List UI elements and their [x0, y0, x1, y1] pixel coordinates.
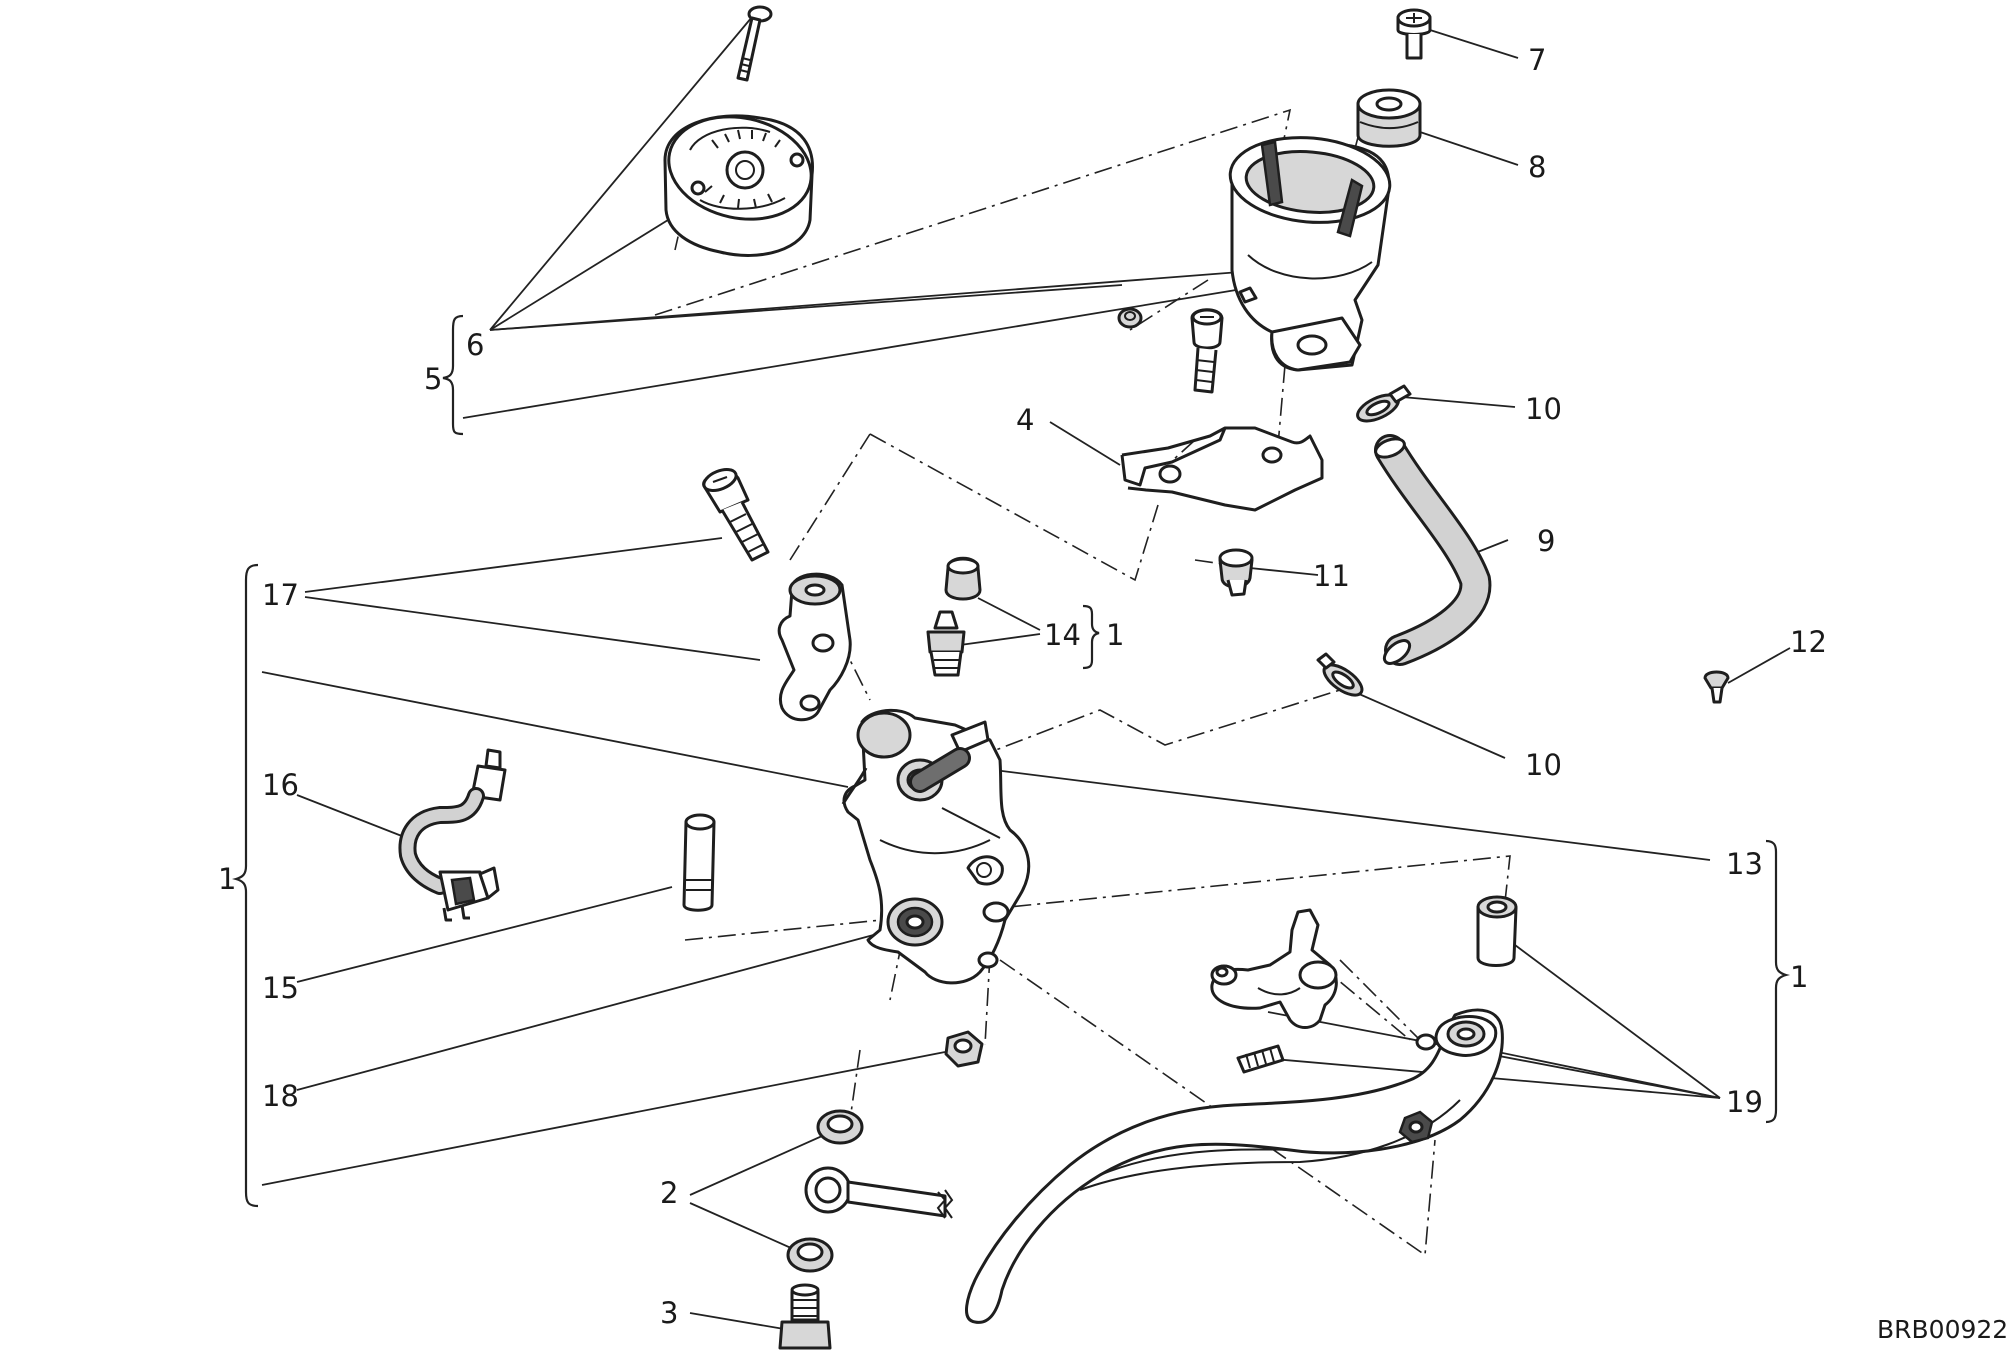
callout-12: 12: [1790, 625, 1827, 659]
copper-washer-bottom: [786, 1237, 834, 1273]
lever-bushing: [1476, 895, 1518, 967]
callout-1-right: 1: [1790, 960, 1808, 994]
reservoir-nut: [1117, 307, 1143, 329]
reservoir-cap: [663, 114, 814, 257]
callout-15: 15: [262, 971, 299, 1005]
callout-7: 7: [1528, 43, 1546, 77]
banjo-bolt: [778, 1283, 832, 1350]
callout-labels: 1 1 1 2 3 4 5 6 7 8 9 10 10 11 12 13 14 …: [218, 43, 2008, 1344]
brace-5: [442, 314, 464, 436]
group-braces: [231, 314, 1791, 1208]
callout-1-group14: 1: [1106, 618, 1124, 652]
hose-clamp-top: [1356, 384, 1412, 423]
hose-clamp-bottom: [1316, 652, 1364, 697]
assembly-lines: [654, 99, 1511, 1257]
callout-10-top: 10: [1525, 392, 1562, 426]
fluid-reservoir: [1228, 136, 1392, 372]
bracket-nut: [1218, 548, 1254, 597]
lever-adjuster: [1210, 908, 1338, 1029]
brake-lever: [965, 1008, 1504, 1324]
brake-switch: [398, 748, 507, 922]
callout-16: 16: [262, 768, 299, 802]
callout-19: 19: [1726, 1085, 1763, 1119]
callout-8: 8: [1528, 150, 1546, 184]
banjo-fitting: [804, 1166, 954, 1219]
bracket-screw: [1190, 308, 1224, 394]
handlebar-clamp: [777, 572, 852, 722]
callout-4: 4: [1016, 403, 1034, 437]
copper-washer-top: [816, 1109, 864, 1145]
callout-18: 18: [262, 1079, 299, 1113]
small-screw: [1703, 670, 1730, 704]
callout-2: 2: [660, 1176, 678, 1210]
callout-11: 11: [1313, 559, 1350, 593]
callout-5: 5: [424, 362, 442, 396]
reservoir-bracket: [1120, 426, 1324, 512]
brace-1-right: [1765, 839, 1791, 1124]
leader-lines: [261, 16, 1791, 1331]
bleed-valve: [926, 610, 966, 677]
bleed-cap: [944, 556, 982, 601]
master-cylinder: [841, 708, 1031, 985]
pivot-nut: [944, 1030, 984, 1068]
callout-10-bottom: 10: [1525, 748, 1562, 782]
adjuster-spring: [1236, 1044, 1285, 1074]
pivot-pin: [682, 813, 716, 912]
cap-screw: [736, 5, 773, 82]
callout-3: 3: [660, 1296, 678, 1330]
fluid-hose: [1374, 434, 1492, 666]
reservoir-grommet: [1356, 88, 1422, 148]
clamp-bolt: [702, 468, 770, 562]
callout-14: 14: [1044, 618, 1081, 652]
callout-13: 13: [1726, 847, 1763, 881]
callout-9: 9: [1537, 524, 1555, 558]
brace-1-left: [231, 563, 259, 1208]
callout-6: 6: [466, 328, 484, 362]
drawing-code: BRB00922: [1877, 1315, 2008, 1344]
callout-1-left: 1: [218, 862, 236, 896]
brace-14: [1082, 604, 1100, 670]
reservoir-screw: [1396, 8, 1432, 60]
callout-17: 17: [262, 578, 299, 612]
